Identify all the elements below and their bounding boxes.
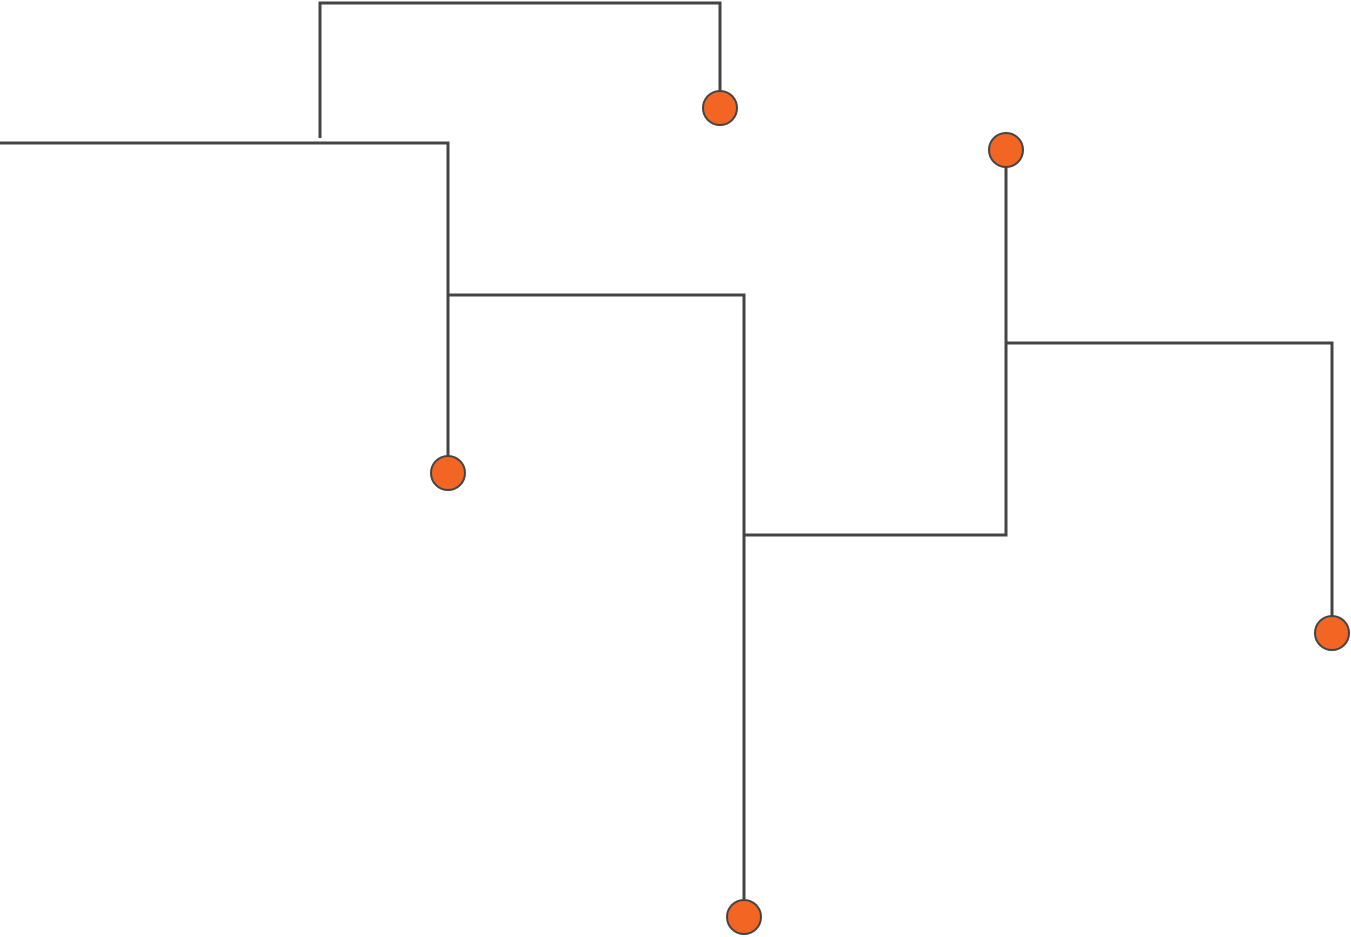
leaf-node: [726, 899, 762, 935]
leaf-node: [430, 455, 466, 491]
edge-branch-top: [318, 1, 722, 138]
nodes: [430, 90, 1350, 935]
edges: [0, 1, 1334, 901]
leaf-node: [702, 90, 738, 126]
edge-branch-middle: [448, 293, 746, 901]
edge-branch-right-up: [744, 166, 1008, 537]
edge-branch-far-right: [1006, 341, 1334, 617]
edge-branch-root: [0, 141, 450, 457]
leaf-node: [988, 132, 1024, 168]
leaf-node: [1314, 615, 1350, 651]
